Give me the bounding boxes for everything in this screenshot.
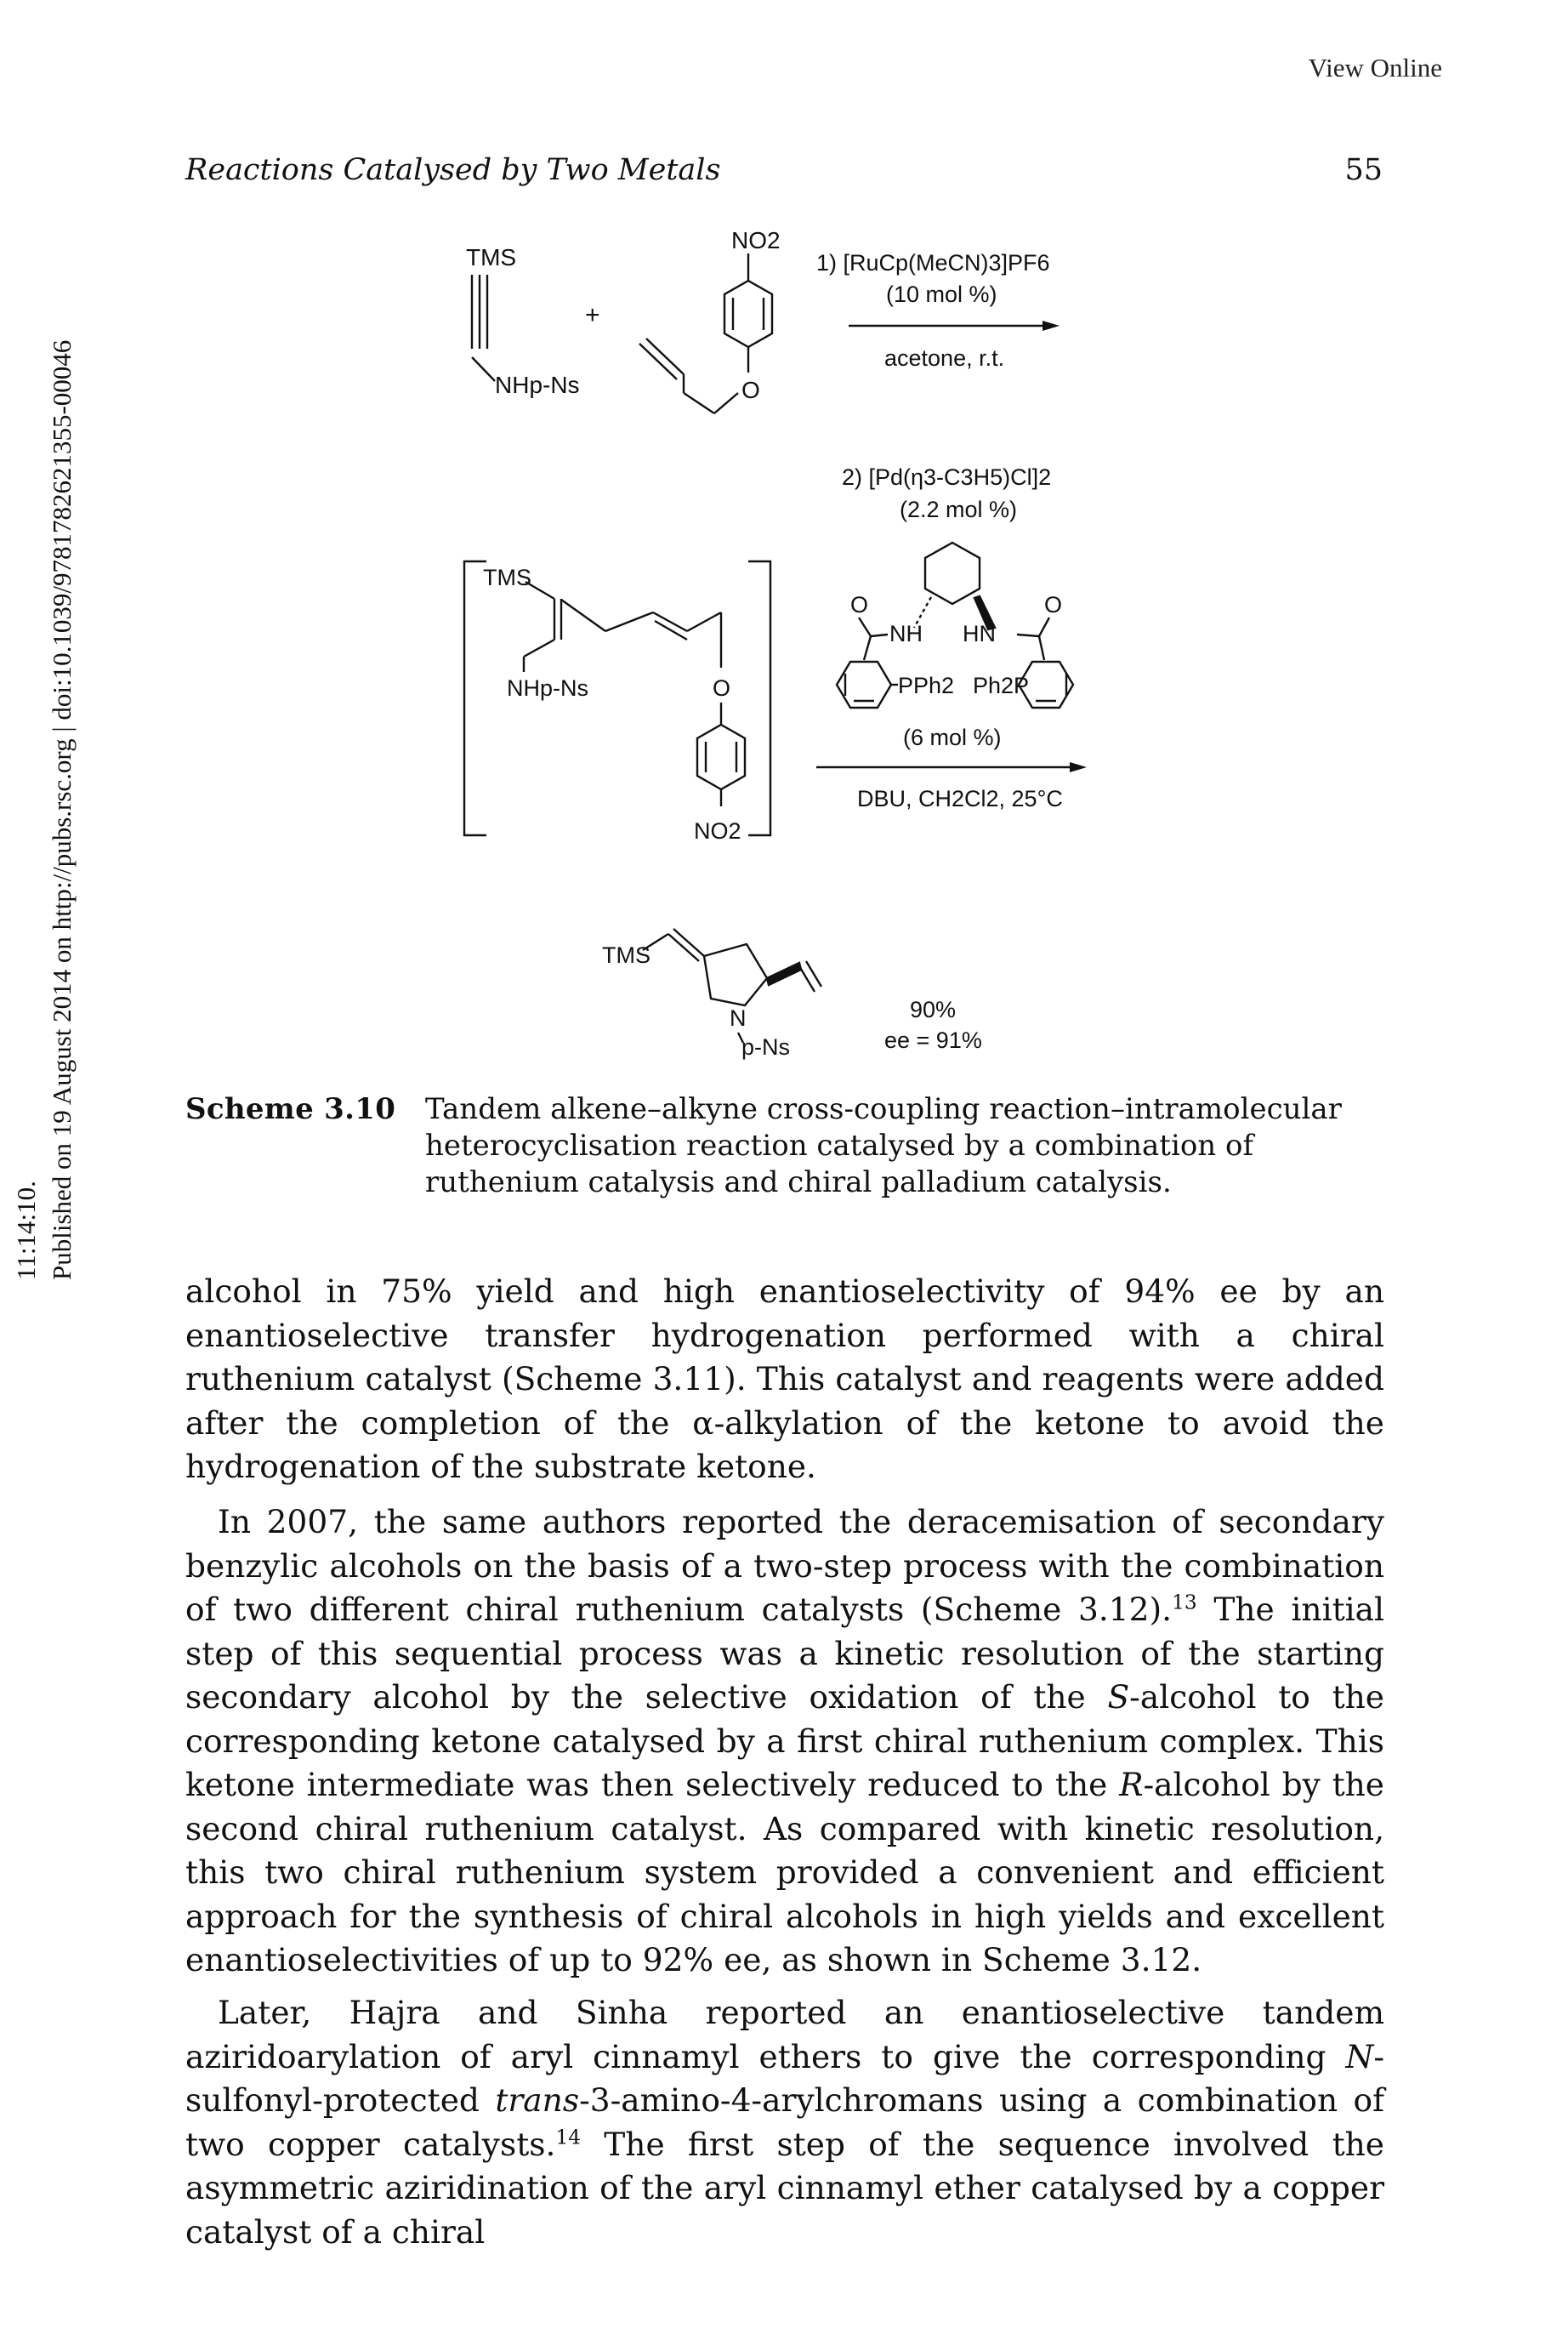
step1-solvent: acetone, r.t. <box>884 345 1004 371</box>
paragraph-2: In 2007, the same authors reported the d… <box>185 1500 1384 1983</box>
step1-conditions: 1) [RuCp(MeCN)3]PF6 (10 mol %) acetone, … <box>816 250 1060 522</box>
p2-text-a: In 2007, the same authors reported the d… <box>185 1503 1384 1628</box>
paragraph-1: alcohol in 75% yield and high enantiosel… <box>185 1272 1384 1485</box>
p3-text-a: Later, Hajra and Sinha reported an enant… <box>185 1994 1384 2075</box>
ligand-nh: NH <box>889 621 923 646</box>
ligand-pph2: PPh2 <box>898 673 954 698</box>
alkyne-reactant: TMS NHp-Ns <box>466 244 580 398</box>
p3-text-d: The first step of the sequence involved … <box>185 2125 1384 2251</box>
page-number: 55 <box>1344 153 1383 187</box>
p2-s-descriptor: S <box>1107 1678 1130 1716</box>
n-label-3: N <box>730 1005 747 1031</box>
allyl-nitrophenyl-ether: NO2 O <box>639 227 781 414</box>
reference-13[interactable]: 13 <box>1172 1591 1197 1614</box>
p3-text-b: -sulfonyl-protected <box>185 2037 1384 2120</box>
tms-label-2: TMS <box>483 565 531 590</box>
step2-catalyst: 2) [Pd(η3-C3H5)Cl]2 <box>842 464 1051 490</box>
step2-loading: (2.2 mol %) <box>900 497 1017 522</box>
reference-14[interactable]: 14 <box>555 2126 582 2149</box>
running-title: Reactions Catalysed by Two Metals <box>185 153 721 187</box>
p2-text-b: The initial step of this sequential proc… <box>185 1591 1384 1716</box>
paragraph-3: Later, Hajra and Sinha reported an enant… <box>185 1991 1384 2254</box>
ligand-o-left: O <box>850 592 868 618</box>
nhp-ns-label-1: NHp-Ns <box>495 372 580 398</box>
ligand-o-right: O <box>1044 592 1062 618</box>
product-yield: 90% <box>910 997 956 1022</box>
tms-label-1: TMS <box>466 244 516 270</box>
chiral-ligand: O O NH HN PPh2 Ph2P (6 mol %) <box>835 541 1075 750</box>
pyrrolidine-product: TMS N p-Ns <box>602 928 823 1060</box>
p3-n-italic: N <box>1345 2037 1374 2075</box>
reaction-scheme: TMS NHp-Ns + NO2 O 1) [RuCp(MeCN)3]PF6 (… <box>463 227 1087 1060</box>
enyne-intermediate: TMS NHp-Ns O NO2 <box>483 565 747 844</box>
p-ns-label-3: p-Ns <box>741 1034 790 1060</box>
intermediate-brackets <box>463 560 772 837</box>
p2-text-d: -alcohol by the second chiral ruthenium … <box>185 1766 1384 1978</box>
o-label-2: O <box>713 675 730 701</box>
step2-arrow: DBU, CH2Cl2, 25°C <box>816 762 1087 811</box>
p3-trans-italic: trans <box>495 2081 580 2119</box>
step2-conditions: DBU, CH2Cl2, 25°C <box>857 786 1063 811</box>
step1-loading: (10 mol %) <box>886 282 997 307</box>
no2-label-1: NO2 <box>731 227 781 253</box>
ligand-ph2p: Ph2P <box>973 673 1029 698</box>
ligand-hn: HN <box>963 621 996 646</box>
no2-label-2: NO2 <box>694 818 741 844</box>
p3-text-c: -3-amino-4-arylchromans using a combinat… <box>185 2081 1384 2163</box>
plus-sign: + <box>585 301 600 329</box>
view-online-link[interactable]: View Online <box>1308 53 1442 83</box>
product-ee: ee = 91% <box>884 1027 982 1053</box>
nhp-ns-label-2: NHp-Ns <box>507 675 588 701</box>
ligand-loading: (6 mol %) <box>903 725 1002 750</box>
tms-label-3: TMS <box>602 942 650 968</box>
p2-r-descriptor: R <box>1119 1766 1144 1803</box>
step1-catalyst: 1) [RuCp(MeCN)3]PF6 <box>816 250 1050 276</box>
p2-text-c: -alcohol to the corresponding ketone cat… <box>185 1678 1384 1803</box>
o-label-1: O <box>741 377 760 403</box>
caption-label: Scheme 3.10 <box>185 1092 396 1126</box>
caption-text: Tandem alkene–alkyne cross-coupling reac… <box>425 1092 1342 1199</box>
scheme-caption: Scheme 3.10 Tandem alkene–alkyne cross-c… <box>185 1091 1384 1201</box>
